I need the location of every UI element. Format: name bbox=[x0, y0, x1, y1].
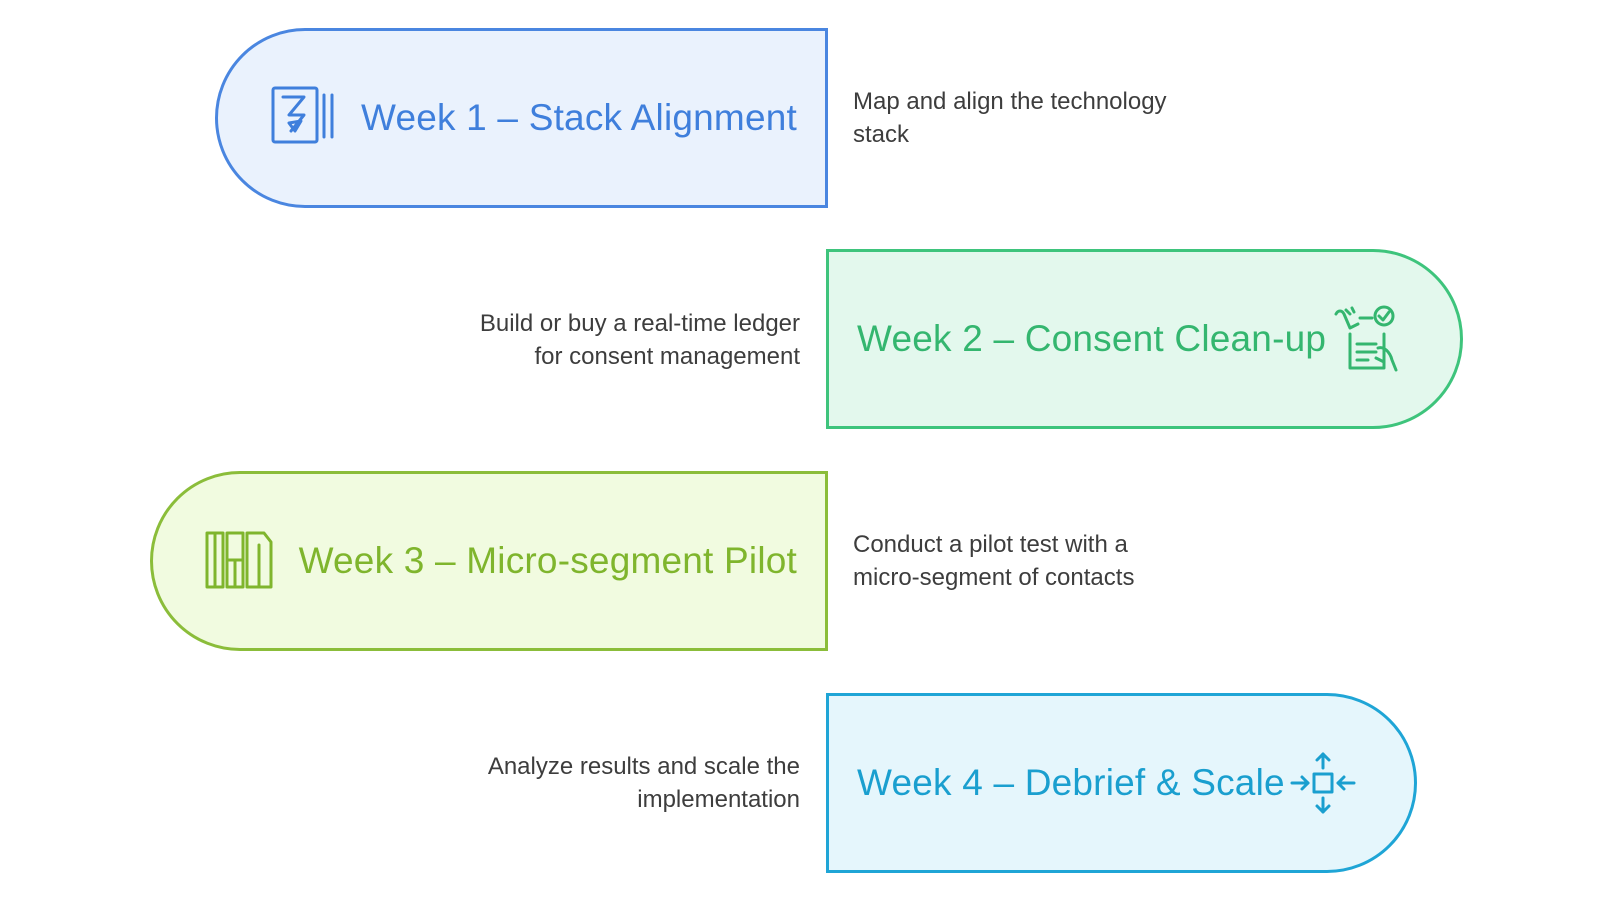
step-1-description-line-2: stack bbox=[853, 121, 910, 148]
step-4-pill: Week 4 – Debrief & Scale bbox=[826, 693, 1417, 873]
step-3-description-line-1: Conduct a pilot test with a bbox=[853, 531, 1128, 558]
step-2-description-line-2: for consent management bbox=[534, 343, 801, 370]
step-3-title: Week 3 – Micro-segment Pilot bbox=[298, 540, 797, 581]
step-4-title: Week 4 – Debrief & Scale bbox=[857, 762, 1285, 803]
step-1-description-line-1: Map and align the technology bbox=[853, 88, 1167, 115]
signed-checklist-icon bbox=[1334, 305, 1398, 372]
step-2-description-line-1: Build or buy a real-time ledger bbox=[479, 310, 800, 337]
step-2-description: Build or buy a real-time ledger for cons… bbox=[480, 307, 800, 373]
segmented-blocks-icon bbox=[205, 531, 273, 589]
step-2-title: Week 2 – Consent Clean-up bbox=[857, 318, 1327, 359]
step-4-description-line-1: Analyze results and scale the bbox=[487, 753, 800, 780]
step-3-description: Conduct a pilot test with a micro-segmen… bbox=[853, 528, 1134, 594]
step-1-description: Map and align the technology stack bbox=[853, 85, 1167, 151]
step-2-pill: Week 2 – Consent Clean-up bbox=[826, 249, 1463, 429]
step-1-title: Week 1 – Stack Alignment bbox=[360, 97, 797, 138]
step-4-description-line-2: implementation bbox=[637, 786, 800, 813]
step-3-description-line-2: micro-segment of contacts bbox=[853, 564, 1135, 591]
expand-arrows-icon bbox=[1290, 752, 1356, 814]
step-4-description: Analyze results and scale the implementa… bbox=[488, 750, 800, 816]
step-3-pill: Week 3 – Micro-segment Pilot bbox=[150, 471, 828, 651]
layers-document-icon bbox=[271, 86, 334, 144]
